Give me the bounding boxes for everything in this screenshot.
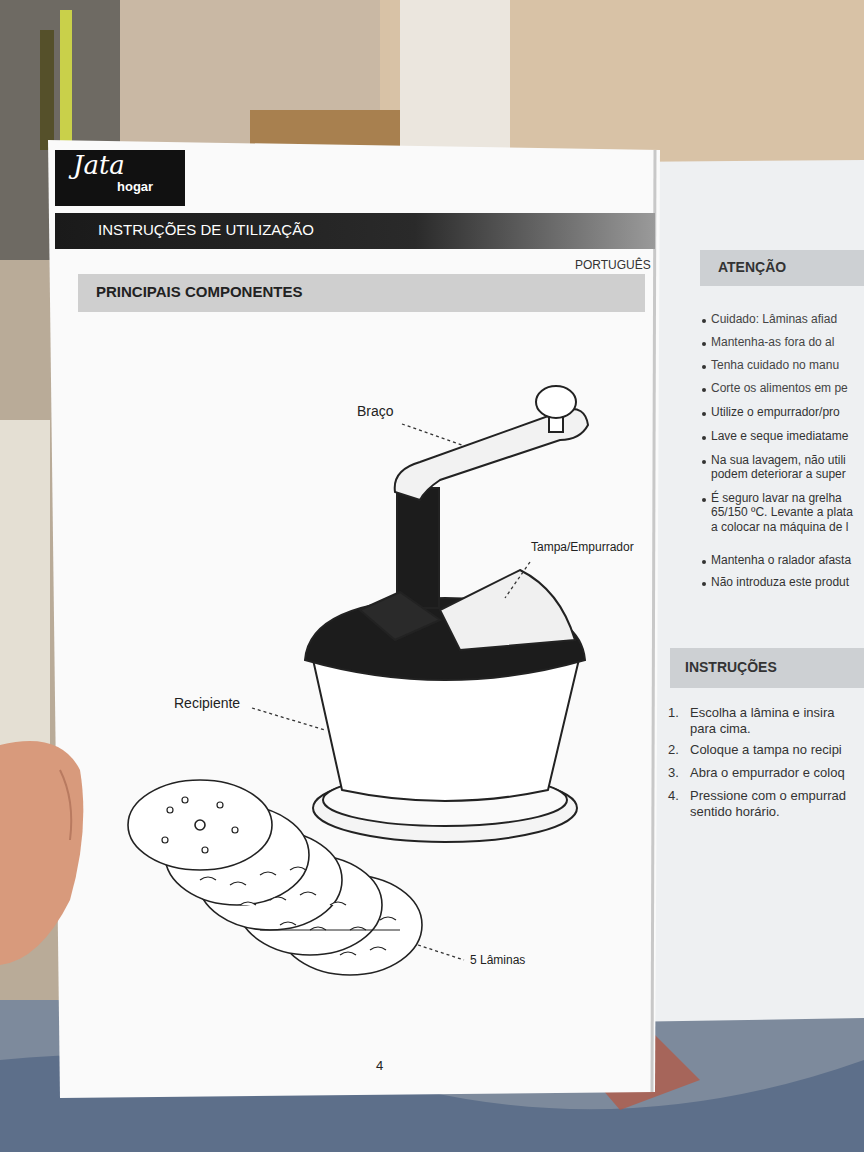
section-band: PRINCIPAIS COMPONENTES — [78, 274, 645, 312]
step-text: Pressione com o empurrad sentido horário… — [690, 788, 860, 819]
band-heading: ATENÇÃO — [718, 260, 864, 275]
language-tag: PORTUGUÊS — [575, 258, 651, 272]
bullet-dot — [702, 498, 706, 502]
thumb — [0, 741, 83, 965]
warning-item: É seguro lavar na grelha 65/150 ºC. Leva… — [711, 491, 861, 534]
header-band: INSTRUÇÕES DE UTILIZAÇÃO — [55, 213, 655, 249]
part-label: Braço — [357, 403, 394, 420]
left-page — [48, 140, 660, 1098]
chopper-illustration — [305, 386, 588, 842]
step-text: Escolha a lâmina e insira para cima. — [690, 705, 860, 736]
band-heading: INSTRUÇÕES DE UTILIZAÇÃO — [98, 222, 655, 239]
bullet-dot — [702, 436, 706, 440]
band-heading: INSTRUÇÕES — [685, 660, 864, 675]
logo-box: Jatahogar — [55, 150, 185, 206]
bullet-dot — [702, 460, 706, 464]
part-label: Tampa/Empurrador — [531, 540, 634, 554]
bullet-dot — [702, 388, 706, 392]
warning-item: Corte os alimentos em pe — [711, 381, 848, 395]
bullet-dot — [702, 560, 706, 564]
logo-word: hogar — [55, 178, 185, 194]
warning-item: Utilize o empurrador/pro — [711, 405, 840, 419]
part-label: Recipiente — [174, 695, 240, 712]
bullet-dot — [702, 412, 706, 416]
page-fold — [652, 150, 655, 1092]
warning-item: Tenha cuidado no manu — [711, 358, 839, 372]
page-number: 4 — [376, 1058, 383, 1074]
leader-lines — [252, 424, 530, 960]
section-band: ATENÇÃO — [700, 250, 864, 286]
step-number: 1. — [668, 705, 679, 721]
bullet-dot — [702, 319, 706, 323]
step-number: 4. — [668, 788, 679, 804]
warning-item: Mantenha-as fora do al — [711, 335, 834, 349]
blades-illustration — [128, 780, 422, 975]
bullet-dot — [702, 582, 706, 586]
pen — [40, 30, 54, 150]
warning-item: Não introduza este produt — [711, 575, 849, 589]
warning-item: Mantenha o ralador afasta — [711, 553, 851, 567]
bullet-dot — [702, 365, 706, 369]
section-band: INSTRUÇÕES — [670, 648, 864, 688]
fridge — [400, 0, 510, 160]
step-text: Abra o empurrador e coloq — [690, 765, 845, 781]
part-label: 5 Lâminas — [470, 953, 525, 967]
band-heading: PRINCIPAIS COMPONENTES — [96, 284, 645, 301]
warning-item: Lave e seque imediatame — [711, 429, 848, 443]
warning-item: Cuidado: Lâminas afiad — [711, 312, 837, 326]
wall-light — [380, 0, 864, 170]
step-number: 3. — [668, 765, 679, 781]
step-text: Coloque a tampa no recipi — [690, 742, 842, 758]
pen — [60, 10, 72, 150]
warning-item: Na sua lavagem, não utili podem deterior… — [711, 453, 861, 482]
logo-script: Jata — [55, 150, 185, 178]
bullet-dot — [702, 342, 706, 346]
thumb-nail — [60, 770, 71, 840]
step-number: 2. — [668, 742, 679, 758]
